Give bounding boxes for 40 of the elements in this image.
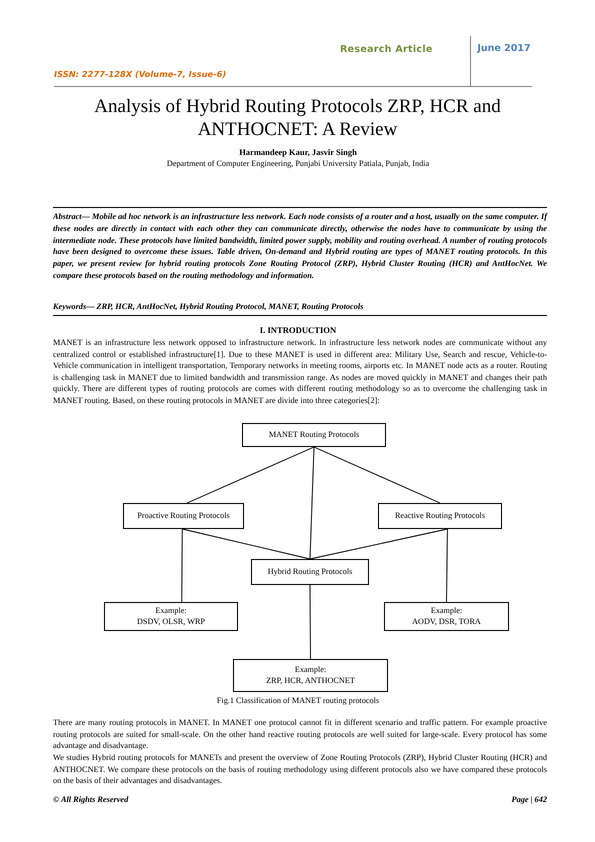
box-label: Hybrid Routing Protocols <box>268 566 352 578</box>
abstract-text: Abstract— Mobile ad hoc network is an infrastructure less network. Each node consists of a router and a host, usually on the same computer. If these nodes are directly in contact with each other they can communicate directly, otherwise the nodes have to communicate by using the intermediate node. These protocols have limited bandwidth, limited power supply, mobility and routing overhead. A number of routing protocols have been designed to overcome these issues. Table driven, On-demand and Hybrid routing are types of MANET routing protocols. In this paper, we present review for hybrid routing protocols Zone Routing Protocol (ZRP), Hybrid Cluster Routing (HCR) and AntHocNet. We compare these protocols based on the routing methodology and information. <box>53 211 547 282</box>
box-label: MANET Routing Protocols <box>268 430 360 440</box>
box-label: ZRP, HCR, ANTHOCNET <box>266 676 355 686</box>
body-paragraph: MANET is an infrastructure less network opposed to infrastructure network. In infrastructure less network nodes are communicate without any centralized control or established infrastructure[1]. Due to these MANET is used in different area: Military Use, Search and rescue, Vehicle-to-Vehicle communication in intelligent transportation, Temporary networks in meeting rooms, airports etc. In MANET node acts as a router. Routing is challenging task in MANET due to limited bandwidth and transmission range. As nodes are moved quickly in MANET and changes their path quickly. There are different types of routing protocols are comes with different routing methodology so as to overcome the challenging task in MANET routing. Based, on these routing protocols in MANET are divide into three categories[2]: <box>53 337 547 407</box>
category-box <box>233 659 388 692</box>
body-paragraph: There are many routing protocols in MANET. In MANET one protocol cannot fit in different scenario and traffic pattern. For example proactive routing protocols are suited for small-scale. On the other hand reactive routing protocols are well suited for large-scale. Every protocol has some advantage and disadvantage. <box>53 717 547 752</box>
paper-title: Analysis of Hybrid Routing Protocols ZRP, HCR and ANTHOCNET: A Review <box>93 96 502 142</box>
box-label: Example: <box>430 606 462 616</box>
connector-line <box>314 446 440 504</box>
connector-line <box>310 528 448 560</box>
category-box <box>104 602 238 631</box>
box-label: Example: <box>294 664 326 676</box>
category-box <box>384 602 509 631</box>
connector-line <box>186 446 314 504</box>
box-label: Proactive Routing Protocols <box>137 510 230 522</box>
category-box <box>251 559 369 585</box>
keywords-text: Keywords— ZRP, HCR, AntHocNet, Hybrid Routing Protocol, MANET, Routing Protocols <box>53 302 364 311</box>
box-label: DSDV, OLSR, WRP <box>137 616 205 628</box>
category-box <box>378 503 502 529</box>
author-names: Harmandeep Kaur, Jasvir Singh <box>238 147 358 157</box>
connector-line <box>446 528 448 602</box>
category-box <box>242 423 386 447</box>
connector-line <box>182 528 310 560</box>
connector-line <box>310 584 311 660</box>
copyright-notice: © All Rights Reserved <box>53 795 130 804</box>
affiliation: Department of Computer Engineering, Punjabi University Patiala, Punjab, India <box>166 158 430 170</box>
figure-caption: Fig.1 Classification of MANET routing protocols <box>216 696 380 705</box>
article-type: Research Article <box>340 44 434 55</box>
box-label: Reactive Routing Protocols <box>394 510 486 522</box>
issue-date: June 2017 <box>476 43 532 56</box>
category-box <box>123 503 244 529</box>
box-label: Example: <box>155 606 187 616</box>
connector-line <box>181 528 183 602</box>
page-number: Page | 642 <box>510 795 547 804</box>
section-heading: I. INTRODUCTION <box>258 325 338 335</box>
body-paragraph: We studies Hybrid routing protocols for MANETs and present the overview of Zone Routing Protocols (ZRP), Hybrid Cluster Routing (HCR) and ANTHOCNET. We compare these protocols on the basis of routing methodology using different protocols also we have compared these protocols on the basis of their advantages and disadvantages. <box>53 752 547 787</box>
issn-line: ISSN: 2277-128X (Volume-7, Issue-6) <box>54 69 228 79</box>
box-label: AODV, DSR, TORA <box>412 616 481 628</box>
connector-line <box>310 446 314 560</box>
